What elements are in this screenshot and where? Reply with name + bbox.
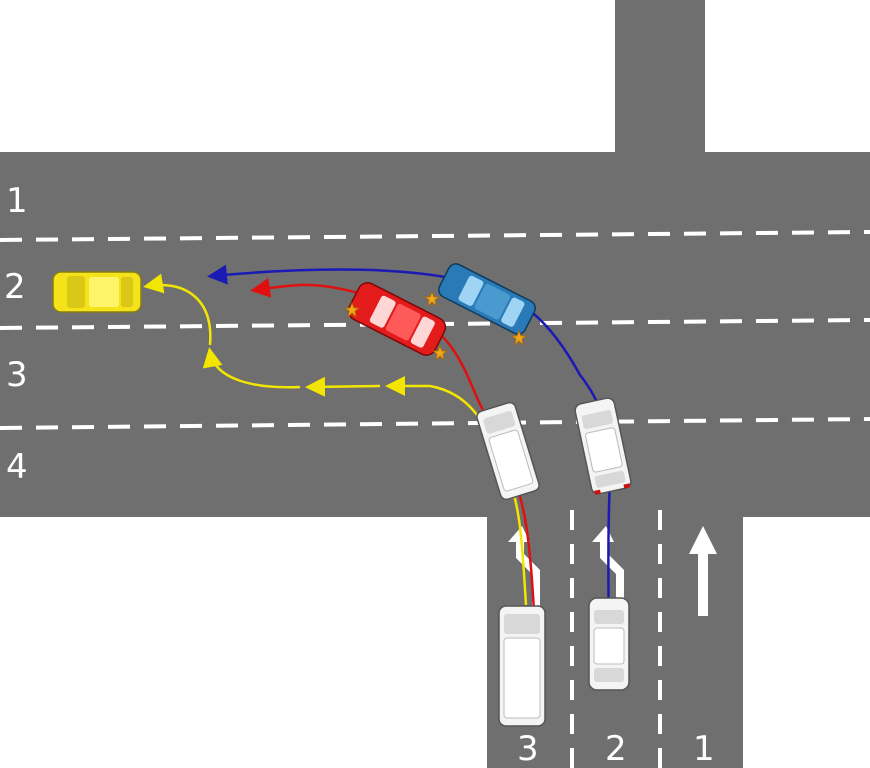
divider-1-2	[0, 230, 870, 242]
left-turn-arrow-icon	[592, 526, 624, 620]
lane-number-v2: 2	[605, 729, 627, 768]
white-van-lane-3	[498, 605, 546, 727]
straight-arrow-icon	[689, 526, 717, 616]
collision-star-icon	[343, 301, 361, 319]
white-car-lane-2	[588, 597, 630, 691]
bottom-lane-dividers	[570, 510, 662, 768]
vertical-lane-numbers: 3 2 1	[517, 729, 715, 768]
red-trajectory	[250, 277, 536, 613]
divider-3-4	[0, 417, 870, 430]
top-side-road	[615, 0, 705, 160]
lane-number-h4: 4	[6, 447, 28, 487]
lane-number-v3: 3	[517, 729, 539, 768]
lane-number-h3: 3	[6, 355, 28, 395]
yellow-trajectory-segment	[143, 273, 212, 346]
yellow-trajectory-segment	[305, 376, 381, 397]
white-car-turning	[574, 397, 632, 495]
blue-car	[438, 263, 536, 335]
blue-trajectory	[207, 264, 612, 691]
red-car	[347, 282, 447, 356]
lane-number-h1: 1	[6, 181, 28, 221]
lane-number-h2: 2	[4, 267, 26, 307]
collision-markers	[343, 290, 528, 362]
collision-star-icon	[510, 329, 528, 347]
lane-number-v1: 1	[693, 729, 715, 768]
collision-star-icon	[431, 344, 449, 362]
white-van-turning	[476, 401, 540, 501]
collision-star-icon	[423, 290, 441, 308]
horizontal-lane-numbers: 1 2 3 4	[4, 181, 28, 487]
yellow-car	[52, 271, 142, 313]
yellow-trajectory-segment	[202, 347, 301, 389]
